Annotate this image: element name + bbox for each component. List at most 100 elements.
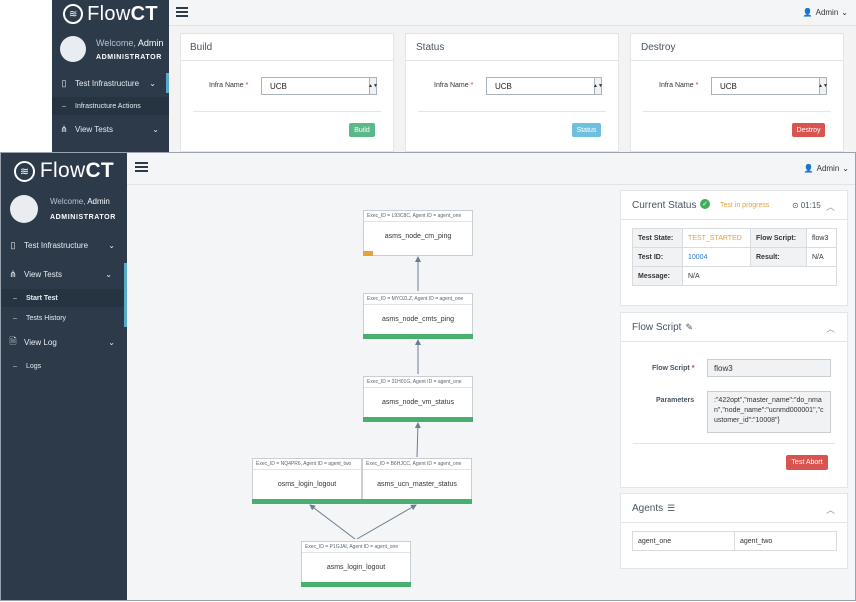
user-icon: 👤 xyxy=(802,8,813,17)
panel-title: Build xyxy=(190,42,213,53)
role-label: ADMINISTRATOR xyxy=(96,53,162,61)
agents-panel: Agents ☰ ︿ agent_one agent_two xyxy=(620,493,848,569)
infra-name-select[interactable]: UCB ▲▼ xyxy=(261,77,378,95)
divider xyxy=(621,341,847,342)
chevron-up-icon[interactable]: ︿ xyxy=(825,505,835,515)
bg-admin-menu[interactable]: 👤 Admin ⌄ xyxy=(803,8,848,17)
brand-suffix: CT xyxy=(85,159,115,182)
key-cell: Message: xyxy=(632,266,683,286)
server-list-icon: ☰ xyxy=(667,503,676,513)
hamburger-menu-icon[interactable] xyxy=(135,162,148,174)
panel-title: Agents xyxy=(632,503,664,514)
active-section-indicator xyxy=(124,263,127,327)
bg-brand-logo: ≋ FlowCT xyxy=(52,0,169,28)
graph-node[interactable]: Exec_ID = NQ4PR6, Agent ID = agent_two o… xyxy=(252,458,362,504)
sidebar-item-label: View Tests xyxy=(75,124,113,134)
server-icon: ▯ xyxy=(10,239,16,250)
build-button[interactable]: Build xyxy=(349,123,375,137)
node-progress-bar xyxy=(362,499,472,504)
bg-sidebar-item-view-tests[interactable]: ⋔ View Tests ⌄ xyxy=(52,119,169,139)
chevron-down-icon: ⌄ xyxy=(842,164,849,173)
admin-menu[interactable]: 👤 Admin ⌄ xyxy=(804,164,849,173)
panel-header: Agents ☰ xyxy=(632,503,675,514)
bg-topbar: 👤 Admin ⌄ xyxy=(169,0,856,26)
graph-node[interactable]: Exec_ID = 31H01G, Agent ID = agent_one a… xyxy=(363,376,473,422)
destroy-panel: Destroy Infra Name * UCB ▲▼ Destroy xyxy=(630,33,844,152)
sidebar: ≋ FlowCT Welcome, Admin ADMINISTRATOR ▯ … xyxy=(1,153,127,600)
avatar xyxy=(60,36,86,62)
infra-name-select[interactable]: UCB ▲▼ xyxy=(711,77,828,95)
admin-label: Admin xyxy=(815,8,839,17)
infra-name-select[interactable]: UCB ▲▼ xyxy=(486,77,603,95)
flow-script-panel: Flow Script ✎ ︿ Flow Script * flow3 Para… xyxy=(620,312,848,488)
sidebar-item-start-test[interactable]: Start Test xyxy=(1,289,124,307)
edge-login-to-osms xyxy=(309,504,356,540)
chevron-up-icon[interactable]: ︿ xyxy=(825,324,835,334)
node-header: Exec_ID = P1GJAI, Agent ID = agent_one xyxy=(302,542,410,553)
divider xyxy=(631,60,843,61)
infra-name-label: Infra Name * xyxy=(659,82,699,89)
divider xyxy=(193,111,381,112)
welcome-user: Admin xyxy=(137,37,164,48)
destroy-button[interactable]: Destroy xyxy=(792,123,825,137)
graph-node[interactable]: Exec_ID = MYOZLZ, Agent ID = agent_one a… xyxy=(363,293,473,339)
flow-script-input[interactable]: flow3 xyxy=(707,359,831,377)
test-id-link[interactable]: 10004 xyxy=(682,247,751,267)
build-panel: Build Infra Name * UCB ▲▼ Build xyxy=(180,33,394,152)
value-cell: flow3 xyxy=(806,228,837,248)
edge-login-to-ucn xyxy=(356,504,417,540)
select-arrow-icon: ▲▼ xyxy=(593,78,603,94)
agent-cell: agent_one xyxy=(632,531,735,551)
divider xyxy=(633,443,835,444)
sitemap-icon: ⋔ xyxy=(60,123,68,134)
bg-sidebar-item-test-infrastructure[interactable]: ▯ Test Infrastructure ⌄ xyxy=(52,73,169,93)
graph-edges xyxy=(309,256,421,540)
select-arrow-icon: ▲▼ xyxy=(368,78,378,94)
table-row: Test ID: 10004 Result: N/A xyxy=(632,247,837,267)
bullet-dash xyxy=(62,105,66,107)
bg-sidebar-item-infrastructure-actions[interactable]: Infrastructure Actions xyxy=(52,97,169,115)
flow-script-label: Flow Script * xyxy=(652,365,695,372)
parameters-textarea[interactable]: :"422opt","master_name":"do_nman","node_… xyxy=(707,391,831,433)
user-icon: 👤 xyxy=(803,164,814,173)
node-name: asms_node_vm_status xyxy=(382,399,454,406)
admin-label: Admin xyxy=(816,164,840,173)
infra-name-label: Infra Name * xyxy=(209,82,249,89)
parameters-label: Parameters xyxy=(656,397,695,404)
status-button[interactable]: Status xyxy=(572,123,601,137)
sitemap-icon: ⋔ xyxy=(9,268,17,279)
welcome-user: Admin xyxy=(87,197,110,206)
chevron-down-icon: ⌄ xyxy=(152,124,159,134)
select-arrow-icon: ▲▼ xyxy=(818,78,828,94)
sidebar-item-label: Start Test xyxy=(26,294,58,302)
panel-title: Destroy xyxy=(641,42,676,53)
node-header: Exec_ID = 31H01G, Agent ID = agent_one xyxy=(364,377,472,388)
divider xyxy=(418,111,606,112)
welcome-text: Welcome, xyxy=(96,37,136,48)
value-cell: N/A xyxy=(806,247,837,267)
sidebar-item-view-log[interactable]: 🗎 View Log ⌄ xyxy=(1,331,127,353)
graph-node[interactable]: Exec_ID = L93C8C, Agent ID = agent_one a… xyxy=(363,210,473,256)
edge-ucn-to-vm xyxy=(414,422,421,458)
brand-prefix: Flow xyxy=(39,159,86,182)
welcome-text: Welcome, xyxy=(50,197,86,206)
node-name: asms_login_logout xyxy=(326,564,386,571)
sidebar-item-tests-history[interactable]: Tests History xyxy=(1,309,124,327)
graph-node[interactable]: Exec_ID = B6HJCC, Agent ID = agent_one a… xyxy=(362,458,472,504)
test-abort-button[interactable]: Test Abort xyxy=(786,455,828,470)
brand-logo: ≋ FlowCT xyxy=(1,154,127,188)
panel-title: Flow Script xyxy=(632,322,682,333)
node-name: asms_node_cmts_ping xyxy=(382,316,454,323)
graph-node[interactable]: Exec_ID = P1GJAI, Agent ID = agent_one a… xyxy=(301,541,411,587)
panel-header: Flow Script ✎ xyxy=(632,322,693,333)
role-label: ADMINISTRATOR xyxy=(50,214,116,221)
sidebar-item-logs[interactable]: Logs xyxy=(1,357,127,375)
edit-icon[interactable]: ✎ xyxy=(685,322,693,332)
clock-icon: ⊙ xyxy=(792,201,799,210)
hamburger-menu-icon[interactable] xyxy=(176,7,188,19)
sidebar-item-test-infrastructure[interactable]: ▯ Test Infrastructure ⌄ xyxy=(1,235,127,255)
chevron-up-icon[interactable]: ︿ xyxy=(825,202,835,212)
value-cell: N/A xyxy=(682,266,837,286)
sidebar-item-label: Test Infrastructure xyxy=(24,240,89,250)
chevron-down-icon: ⌄ xyxy=(841,8,848,17)
